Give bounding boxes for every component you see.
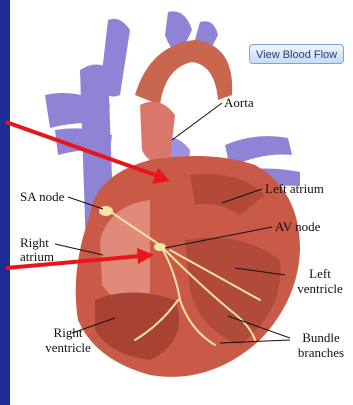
- label-right-atrium-line1: Right: [20, 236, 49, 250]
- sa-node-marker: [99, 206, 113, 216]
- label-sa-node: SA node: [20, 190, 64, 204]
- aorta-trunk: [140, 102, 175, 163]
- label-left-ventricle-line2: ventricle: [290, 282, 350, 296]
- view-blood-flow-button[interactable]: View Blood Flow: [249, 44, 344, 64]
- av-node-marker: [154, 243, 166, 251]
- label-right-ventricle-line2: ventricle: [38, 341, 98, 355]
- label-left-ventricle-line1: Left: [290, 267, 350, 281]
- label-bundle-branches-line1: Bundle: [292, 331, 350, 345]
- label-av-node: AV node: [275, 220, 320, 234]
- label-bundle-branches-line2: branches: [292, 346, 350, 360]
- label-left-atrium: Left atrium: [265, 182, 324, 196]
- label-aorta: Aorta: [224, 96, 254, 110]
- aorta-arch: [135, 40, 232, 105]
- label-right-ventricle-line1: Right: [38, 326, 98, 340]
- label-right-atrium-line2: atrium: [20, 250, 54, 264]
